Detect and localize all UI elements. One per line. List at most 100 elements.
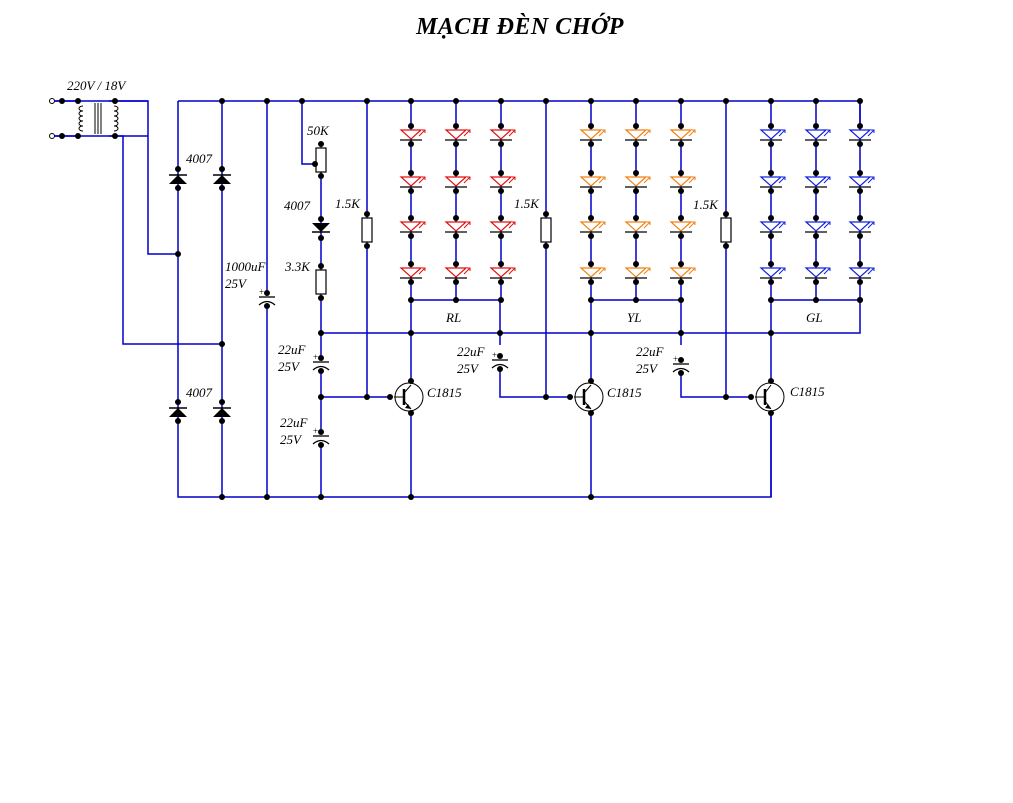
junction-dot [723, 394, 729, 400]
resistor-icon [315, 269, 327, 295]
led-icon [624, 267, 651, 279]
junction-dot [813, 215, 819, 221]
junction-dot [768, 215, 774, 221]
capacitor-icon: + [672, 354, 690, 373]
junction-dot [857, 215, 863, 221]
junction-dot [813, 141, 819, 147]
junction-dot [678, 170, 684, 176]
led-icon [399, 221, 426, 233]
svg-text:+: + [259, 287, 264, 297]
junction-dot [498, 297, 504, 303]
junction-dot [219, 399, 225, 405]
junction-dot [543, 98, 549, 104]
junction-dot [633, 123, 639, 129]
junction-dot [768, 123, 774, 129]
junction-dot [312, 161, 318, 167]
junction-dot [408, 261, 414, 267]
junction-dot [364, 243, 370, 249]
junction-dot [813, 123, 819, 129]
cap1-voltage: 25V [278, 359, 301, 374]
led-icon [759, 221, 786, 233]
junction-dot [219, 494, 225, 500]
led-icon [444, 129, 471, 141]
junction-dot [768, 170, 774, 176]
junction-dot [768, 233, 774, 239]
junction-dot [408, 233, 414, 239]
junction-dot [588, 410, 594, 416]
transistor-1-label: C1815 [427, 385, 462, 400]
transistor-icon [574, 382, 604, 412]
junction-dot [813, 170, 819, 176]
wire [178, 100, 861, 130]
junction-dot [175, 418, 181, 424]
junction-dot [112, 98, 118, 104]
junction-dot [498, 279, 504, 285]
led-icon [669, 267, 696, 279]
junction-dot [59, 133, 65, 139]
led-icon [804, 221, 831, 233]
junction-dot [857, 123, 863, 129]
junction-dot [588, 188, 594, 194]
led-icon [489, 129, 516, 141]
junction-dot [588, 378, 594, 384]
junction-dot [768, 378, 774, 384]
junction-dot [453, 123, 459, 129]
junction-dot [768, 410, 774, 416]
led-icon [759, 267, 786, 279]
junction-dot [857, 233, 863, 239]
junction-dot [813, 261, 819, 267]
junction-dot [408, 330, 414, 336]
led-icon [624, 176, 651, 188]
junction-dot [453, 261, 459, 267]
junction-dot [387, 394, 393, 400]
bridge-diode-icon [169, 407, 187, 417]
junction-dot [678, 98, 684, 104]
junction-dot [219, 98, 225, 104]
junction-dot [453, 98, 459, 104]
junction-dot [497, 366, 503, 372]
components: +++++ [49, 98, 875, 445]
junction-dot [219, 185, 225, 191]
junction-dot [318, 173, 324, 179]
junction-dot [588, 279, 594, 285]
junction-dot [318, 442, 324, 448]
junction-dot [318, 330, 324, 336]
junction-dot [318, 295, 324, 301]
junction-dot [768, 330, 774, 336]
led-icon [489, 221, 516, 233]
svg-text:+: + [313, 426, 318, 436]
led-icon [579, 221, 606, 233]
junction-dot [633, 297, 639, 303]
led-icon [848, 176, 875, 188]
svg-text:+: + [673, 354, 678, 364]
junction-dot [408, 98, 414, 104]
base-res-3-label: 1.5K [693, 197, 719, 212]
resistor-icon [720, 217, 732, 243]
junction-dot [857, 170, 863, 176]
bridge-diode-icon [213, 407, 231, 417]
junction-dot [318, 216, 324, 222]
junction-dot [498, 141, 504, 147]
junction-dot [318, 263, 324, 269]
junction-dot [264, 303, 270, 309]
junction-dot [543, 394, 549, 400]
junction-dot [633, 170, 639, 176]
resistor-icon [361, 217, 373, 243]
junction-dot [678, 233, 684, 239]
filter-cap-voltage: 25V [225, 276, 248, 291]
junction-dot [453, 297, 459, 303]
bridge-diode-top-label: 4007 [186, 151, 213, 166]
junction-dot [318, 355, 324, 361]
junction-dot [768, 297, 774, 303]
junction-dot [588, 261, 594, 267]
wire [680, 360, 752, 398]
junction-dots [59, 98, 863, 500]
cap1-value: 22uF [278, 342, 307, 357]
led-icon [444, 267, 471, 279]
base-res-2-label: 1.5K [514, 196, 540, 211]
wire [109, 100, 178, 255]
wire [301, 101, 315, 165]
junction-dot [857, 297, 863, 303]
junction-dot [453, 170, 459, 176]
series-diode-icon [312, 223, 330, 233]
